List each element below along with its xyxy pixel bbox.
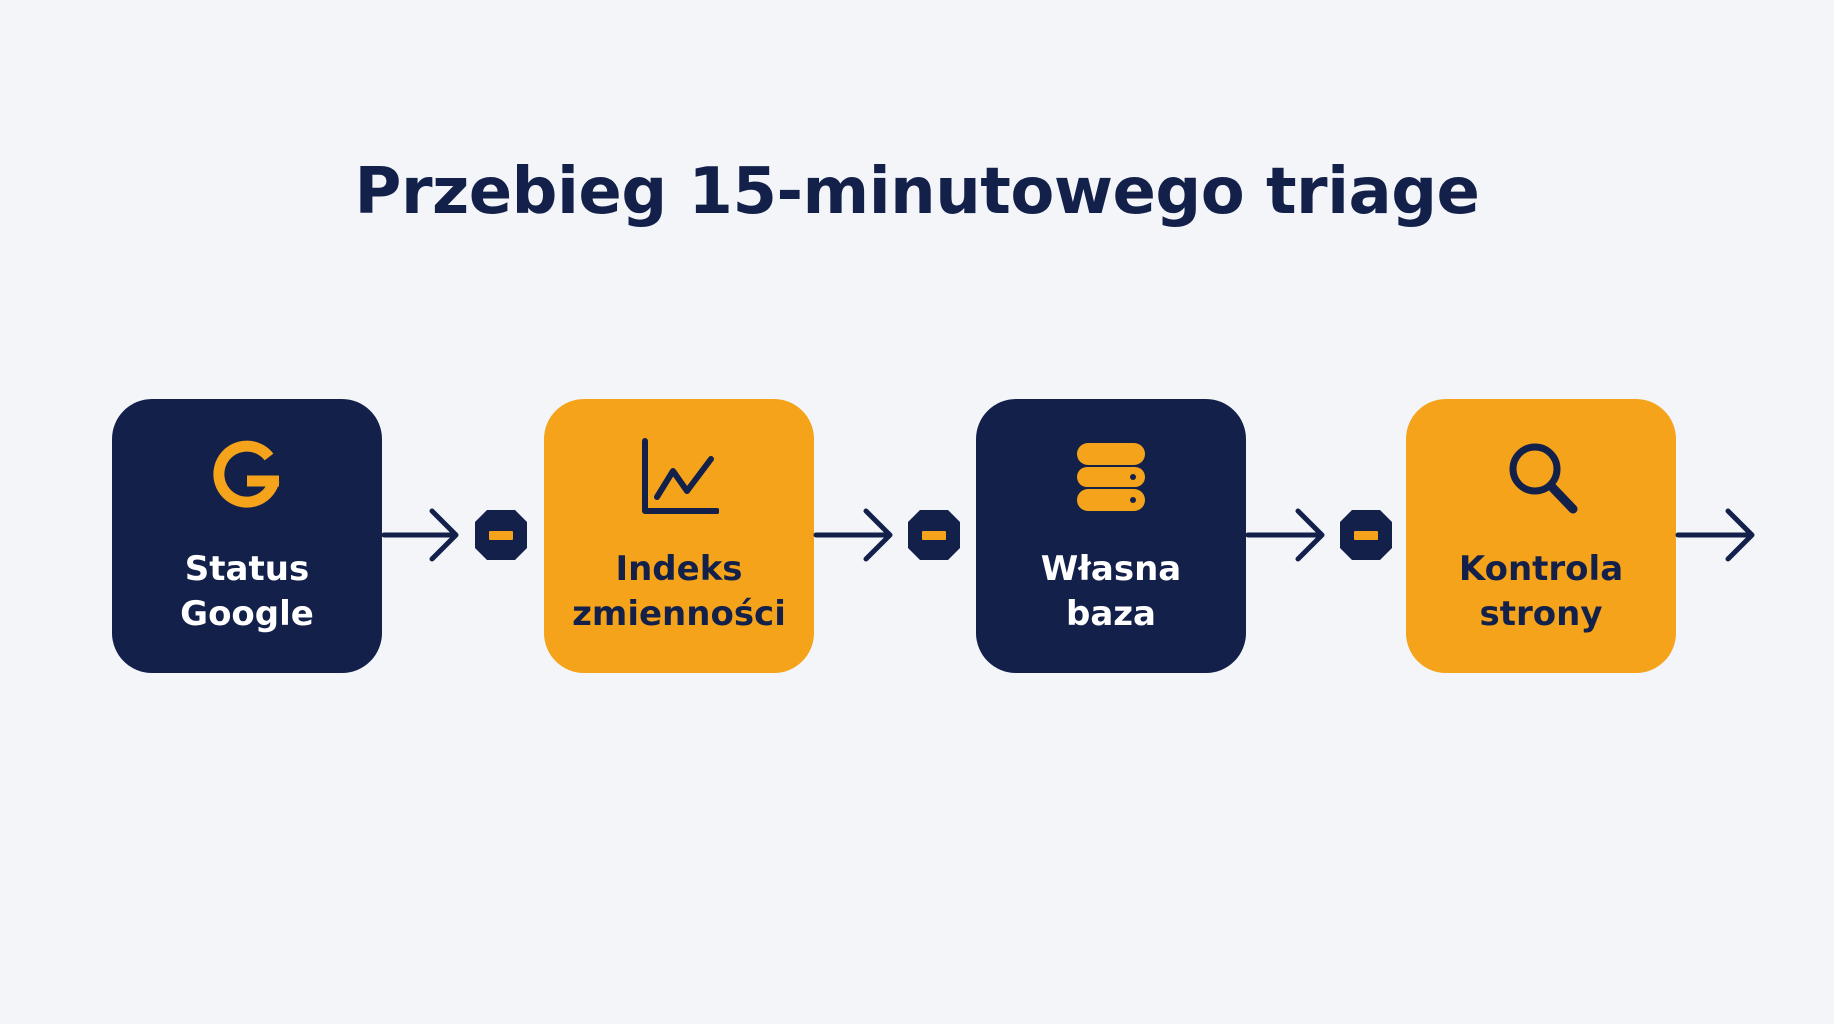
step-label-line: Indeks <box>615 549 743 589</box>
step-label-line: Własna <box>1040 549 1182 589</box>
arrow-icon <box>813 508 893 562</box>
step-label-line: Kontrola <box>1458 549 1624 589</box>
step-label-line: Google <box>180 594 314 634</box>
step-label: Indeks zmienności <box>544 547 814 637</box>
step-label: Kontrola strony <box>1406 547 1676 637</box>
database-icon <box>1071 437 1151 517</box>
step-box-wlasna-baza: Własna baza <box>976 399 1246 673</box>
stop-marker-icon <box>475 510 527 560</box>
step-label-line: Status <box>184 549 310 589</box>
line-chart-icon <box>639 437 719 517</box>
step-label-line: baza <box>1065 594 1156 634</box>
diagram-title: Przebieg 15-minutowego triage <box>354 155 1480 229</box>
step-box-status-google: Status Google <box>112 399 382 673</box>
arrow-icon <box>1675 508 1755 562</box>
step-label: Status Google <box>112 547 382 637</box>
step-box-indeks-zmiennosci: Indeks zmienności <box>544 399 814 673</box>
arrow-icon <box>1245 508 1325 562</box>
magnifier-icon <box>1501 437 1581 517</box>
arrow-icon <box>381 508 459 562</box>
step-label-line: zmienności <box>572 594 786 634</box>
google-g-icon <box>207 437 287 517</box>
step-label-line: strony <box>1479 594 1603 634</box>
stop-marker-icon <box>908 510 960 560</box>
stop-marker-icon <box>1340 510 1392 560</box>
step-box-kontrola-strony: Kontrola strony <box>1406 399 1676 673</box>
step-label: Własna baza <box>976 547 1246 637</box>
